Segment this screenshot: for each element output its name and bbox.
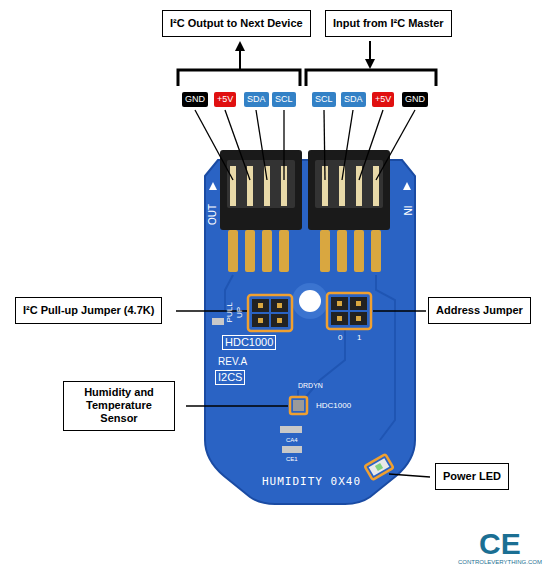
node-text: +5V	[217, 94, 233, 105]
node-text: Power LED	[443, 470, 501, 483]
silkscreen-text: REV.A	[218, 356, 247, 367]
logo-url: CONTROLEVERYTHING.COM	[458, 559, 542, 566]
node-text: +5V	[375, 94, 391, 105]
arrow-line	[239, 50, 241, 70]
output-bracket	[178, 70, 300, 86]
callout-box: I²C Output to Next Device	[162, 10, 311, 37]
pullup-jumper	[248, 295, 292, 331]
node-text: SCL	[315, 94, 333, 105]
silkscreen-text: UP	[236, 307, 245, 318]
silkscreen-text: PULL	[226, 302, 235, 322]
arrow-head	[365, 59, 375, 69]
pcb-trace	[376, 275, 395, 440]
capacitor	[280, 426, 302, 433]
input-bracket	[306, 70, 436, 86]
node-text: GND	[185, 94, 205, 105]
pin-label: SCL	[312, 92, 336, 107]
logo-text: CE	[479, 527, 521, 560]
pin-leaders	[195, 110, 415, 180]
callout-box: Humidity and Temperature Sensor	[63, 381, 175, 431]
mounting-ring	[292, 283, 328, 319]
silkscreen-box: HDC1000	[222, 335, 276, 350]
capacitor	[282, 446, 302, 453]
address-jumper	[327, 293, 371, 329]
sensor-highlight	[290, 397, 307, 414]
power-led	[365, 454, 394, 480]
arrow-head	[235, 41, 245, 51]
mounting-hole	[299, 290, 321, 312]
callout-box: Power LED	[435, 463, 509, 490]
pin-label: GND	[182, 92, 208, 107]
connector-in	[308, 150, 390, 230]
node-text: SDA	[344, 94, 363, 105]
node-text: Address Jumper	[436, 304, 523, 317]
node-text: Humidity and Temperature Sensor	[68, 386, 170, 426]
node-text: HDC1000	[225, 336, 273, 349]
silkscreen-text: 0	[338, 334, 342, 343]
silkscreen-text: HUMIDITY 0X40	[262, 476, 361, 488]
silkscreen-text: DRDYN	[298, 382, 323, 390]
silkscreen-box: I2CS	[215, 370, 245, 385]
silkscreen-text: OUT	[207, 204, 218, 225]
silkscreen-text: 1	[357, 334, 361, 343]
node-text: SDA	[247, 94, 266, 105]
pin-label: SDA	[244, 92, 269, 107]
callout-box: Input from I²C Master	[325, 10, 452, 37]
pin-label: +5V	[214, 92, 236, 107]
silkscreen-text: IN	[402, 206, 413, 216]
node-text: GND	[405, 94, 425, 105]
node-text: SCL	[275, 94, 293, 105]
arrow-line	[369, 41, 371, 60]
silkscreen-text: CA4	[286, 437, 298, 444]
pin-label: +5V	[372, 92, 394, 107]
resistor	[212, 318, 224, 325]
callout-leaders	[176, 311, 430, 477]
node-text: I2CS	[218, 371, 242, 384]
pin-label: SDA	[341, 92, 366, 107]
pin-label: GND	[402, 92, 428, 107]
node-text: I²C Pull-up Jumper (4.7K)	[23, 304, 154, 317]
solder-pads	[228, 230, 381, 272]
hdc1000-chip	[293, 400, 304, 411]
callout-box: Address Jumper	[428, 297, 531, 324]
callout-box: I²C Pull-up Jumper (4.7K)	[15, 297, 162, 324]
silkscreen-text: HDC1000	[316, 402, 351, 411]
silkscreen-text: CE1	[286, 456, 298, 463]
corner-mark	[209, 182, 217, 190]
node-text: I²C Output to Next Device	[170, 17, 303, 30]
node-text: Input from I²C Master	[333, 17, 444, 30]
corner-mark	[403, 182, 411, 190]
pin-label: SCL	[272, 92, 296, 107]
connector-out	[220, 150, 302, 230]
